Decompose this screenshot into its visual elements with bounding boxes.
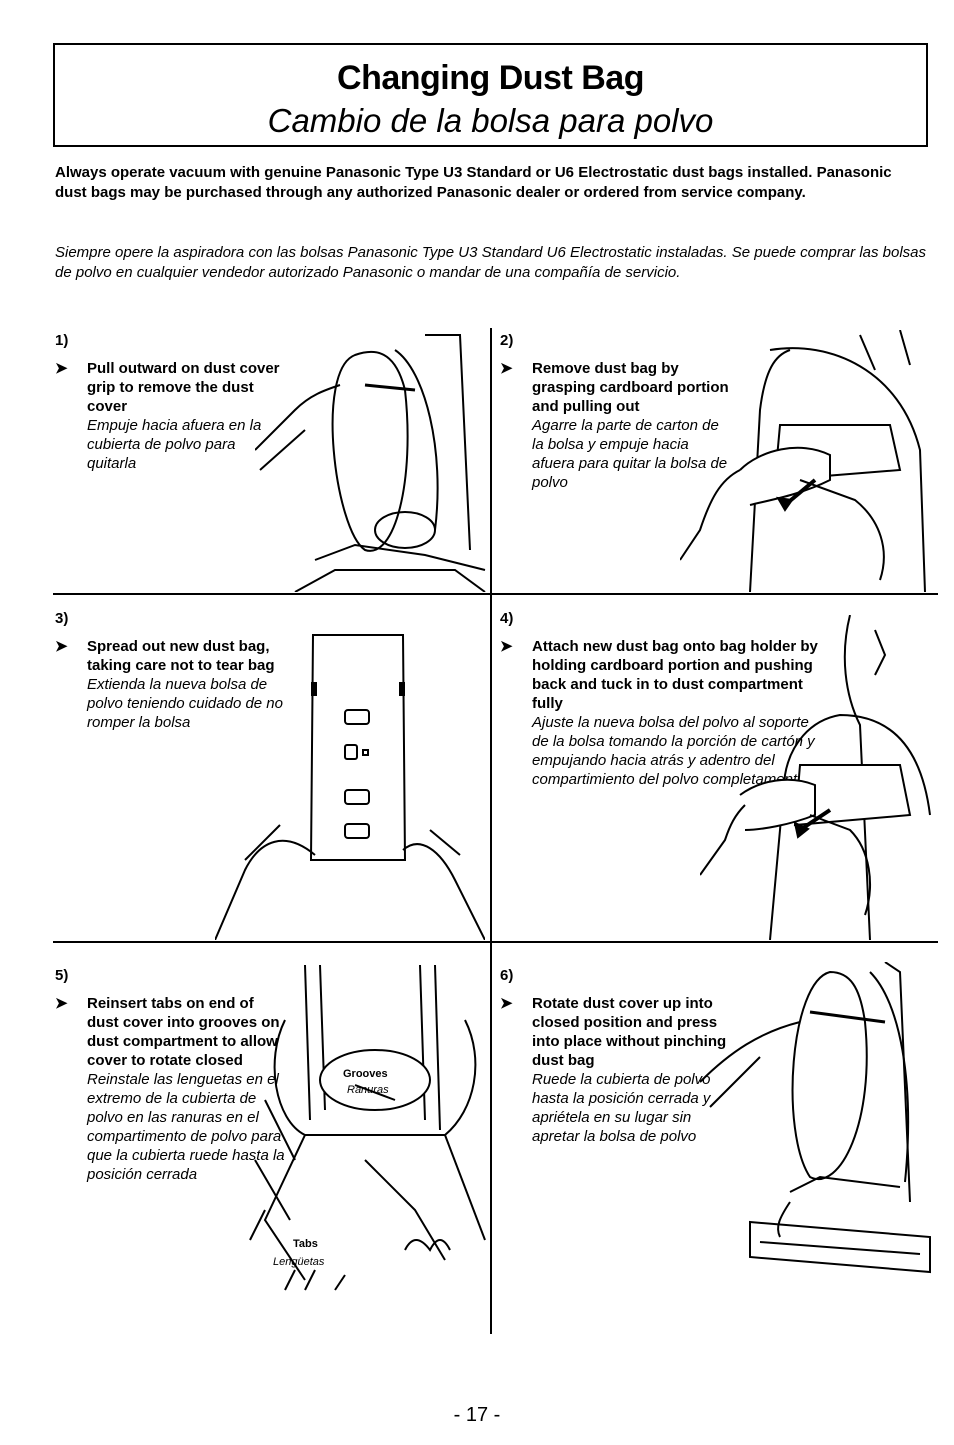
title-box: Changing Dust Bag Cambio de la bolsa par… bbox=[53, 43, 928, 147]
step-2: 2) ➤ Remove dust bag by grasping cardboa… bbox=[500, 332, 730, 492]
arrow-icon: ➤ bbox=[500, 995, 513, 1012]
page-title: Changing Dust Bag bbox=[337, 59, 644, 97]
arrow-icon: ➤ bbox=[55, 995, 68, 1012]
step-text-spanish: Reinstale las lenguetas en el extremo de… bbox=[87, 1071, 285, 1183]
step-number: 5) bbox=[55, 967, 69, 984]
step-text-english: Pull outward on dust cover grip to remov… bbox=[87, 360, 280, 415]
page-title-spanish: Cambio de la bolsa para polvo bbox=[267, 102, 714, 139]
step-text-english: Rotate dust cover up into closed positio… bbox=[532, 995, 727, 1069]
step-text-spanish: Extienda la nueva bolsa de polvo teniend… bbox=[87, 676, 283, 731]
arrow-icon: ➤ bbox=[55, 638, 68, 655]
grid-divider-vertical bbox=[490, 328, 492, 1334]
step-text-english: Attach new dust bag onto bag holder by h… bbox=[532, 638, 818, 712]
step-number: 2) bbox=[500, 332, 514, 349]
step-text-english: Reinsert tabs on end of dust cover into … bbox=[87, 995, 280, 1069]
intro-spanish: Siempre opere la aspiradora con las bols… bbox=[55, 244, 927, 281]
illustration-rotate-cover bbox=[700, 962, 935, 1282]
illustration-new-bag bbox=[215, 630, 485, 940]
step-number: 4) bbox=[500, 610, 514, 627]
step-5: 5) ➤ Reinsert tabs on end of dust cover … bbox=[55, 967, 285, 1184]
step-3: 3) ➤ Spread out new dust bag, taking car… bbox=[55, 610, 285, 732]
step-number: 3) bbox=[55, 610, 69, 627]
intro-english: Always operate vacuum with genuine Panas… bbox=[55, 164, 892, 201]
step-4: 4) ➤ Attach new dust bag onto bag holder… bbox=[500, 610, 820, 789]
step-text-english: Remove dust bag by grasping cardboard po… bbox=[532, 360, 729, 415]
label-ranuras: Ranuras bbox=[347, 1084, 389, 1096]
step-number: 1) bbox=[55, 332, 69, 349]
illustration-attach-bag bbox=[700, 615, 935, 940]
page-number: - 17 - bbox=[453, 1404, 501, 1426]
step-6: 6) ➤ Rotate dust cover up into closed po… bbox=[500, 967, 740, 1146]
grid-divider-horizontal-1 bbox=[53, 593, 938, 595]
label-lenguetas: Lengüetas bbox=[273, 1256, 325, 1268]
illustration-remove-cover bbox=[255, 330, 490, 592]
illustration-remove-bag bbox=[680, 330, 935, 592]
step-number: 6) bbox=[500, 967, 514, 984]
illustration-reinsert-tabs: Grooves Ranuras Tabs Lengüetas bbox=[245, 960, 490, 1300]
step-text-english: Spread out new dust bag, taking care not… bbox=[87, 638, 275, 674]
step-text-spanish: Agarre la parte de carton de la bolsa y … bbox=[532, 417, 728, 491]
step-text-spanish: Empuje hacia afuera en la cubierta de po… bbox=[87, 417, 262, 472]
step-text-spanish: Ruede la cubierta de polvo hasta la posi… bbox=[532, 1071, 711, 1145]
grid-divider-horizontal-2 bbox=[53, 941, 938, 943]
arrow-icon: ➤ bbox=[55, 360, 68, 377]
step-1: 1) ➤ Pull outward on dust cover grip to … bbox=[55, 332, 285, 473]
arrow-icon: ➤ bbox=[500, 638, 513, 655]
arrow-icon: ➤ bbox=[500, 360, 513, 377]
step-text-spanish: Ajuste la nueva bolsa del polvo al sopor… bbox=[532, 714, 815, 788]
label-tabs: Tabs bbox=[293, 1238, 318, 1250]
label-grooves: Grooves bbox=[343, 1068, 388, 1080]
